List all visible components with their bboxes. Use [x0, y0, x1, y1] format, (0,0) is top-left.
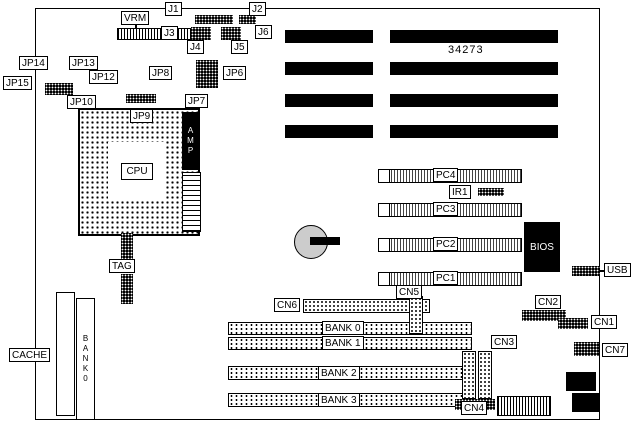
bios-chip: BIOS [524, 222, 560, 272]
cpu-socket-center: CPU [108, 142, 166, 200]
amp-heatsink [182, 172, 201, 232]
label-cn4: CN4 [461, 401, 488, 415]
bottom-pin-header [497, 396, 551, 416]
tag-header [121, 233, 133, 259]
isa-slot [390, 62, 558, 75]
label-pc2: PC2 [433, 237, 459, 251]
label-jp7: JP7 [185, 94, 209, 108]
label-cn6: CN6 [274, 298, 301, 312]
label-jp9: JP9 [130, 109, 154, 123]
cn3-header [462, 351, 476, 399]
isa-slot [285, 94, 373, 107]
label-bank2: BANK 2 [318, 366, 360, 380]
usb-connector [572, 266, 600, 276]
label-bank0-chip: BANK0 [81, 334, 90, 384]
label-cn2: CN2 [535, 295, 562, 309]
amp-regulator: AMP [182, 112, 199, 170]
label-j5: J5 [231, 40, 248, 54]
label-bank1: BANK 1 [322, 336, 364, 350]
label-cn5: CN5 [396, 285, 423, 299]
label-ir1: IR1 [449, 185, 471, 199]
label-cn1: CN1 [591, 315, 618, 329]
label-j3: J3 [161, 26, 178, 40]
label-cpu: CPU [121, 162, 153, 180]
label-vrm: VRM [121, 11, 150, 25]
label-j1: J1 [165, 2, 182, 16]
bios-label: BIOS [530, 241, 554, 253]
jp10-connector [126, 94, 156, 103]
label-amp: AMP [186, 126, 195, 156]
keyboard-connector [572, 393, 599, 412]
battery-clip [310, 237, 340, 245]
label-jp8: JP8 [149, 66, 173, 80]
label-j4: J4 [187, 40, 204, 54]
label-jp15: JP15 [3, 76, 32, 90]
isa-slot [285, 62, 373, 75]
j3-j4-connector [191, 27, 211, 40]
label-tag: TAG [109, 259, 135, 273]
label-jp12: JP12 [89, 70, 118, 84]
label-j2: J2 [249, 2, 266, 16]
label-jp13: JP13 [69, 56, 98, 70]
label-cn3: CN3 [491, 335, 518, 349]
isa-slot [390, 125, 558, 138]
label-pc4: PC4 [433, 168, 459, 182]
label-bank3: BANK 3 [318, 393, 360, 407]
label-usb: USB [604, 263, 631, 277]
cache-chip [56, 292, 75, 416]
cn3-header [478, 351, 492, 399]
tag-header [121, 274, 133, 304]
part-number: 34273 [448, 44, 484, 56]
cache-chip-bank0: BANK0 [76, 298, 95, 420]
cn7-connector [574, 342, 599, 356]
isa-slot [390, 94, 558, 107]
jp6-jp7-jp8-jumper-block [196, 60, 218, 88]
vrm-connector [117, 28, 191, 40]
cn2-connector [522, 310, 566, 321]
label-cn7: CN7 [602, 343, 629, 357]
vrm-leader-line [135, 25, 137, 29]
label-cache: CACHE [9, 348, 51, 362]
label-bank0: BANK 0 [322, 321, 364, 335]
j2-connector [239, 15, 256, 24]
isa-slot [285, 125, 373, 138]
j1-connector [195, 15, 233, 24]
label-pc1: PC1 [433, 271, 459, 285]
cpu-socket: CPU [78, 108, 200, 236]
label-jp6: JP6 [223, 66, 247, 80]
jp12-jp15-jumper-block [45, 83, 73, 95]
cn1-connector [558, 318, 588, 329]
label-jp14: JP14 [19, 56, 48, 70]
label-pc3: PC3 [433, 202, 459, 216]
isa-slot [390, 30, 558, 43]
label-jp10: JP10 [67, 95, 96, 109]
j5-j6-connector [221, 27, 241, 40]
keyboard-connector [566, 372, 596, 391]
usb-leader-line [599, 270, 604, 272]
cn6-connector [303, 299, 430, 313]
cn5-connector [409, 296, 423, 334]
ir1-connector [478, 188, 504, 196]
isa-slot [285, 30, 373, 43]
label-j6: J6 [255, 25, 272, 39]
